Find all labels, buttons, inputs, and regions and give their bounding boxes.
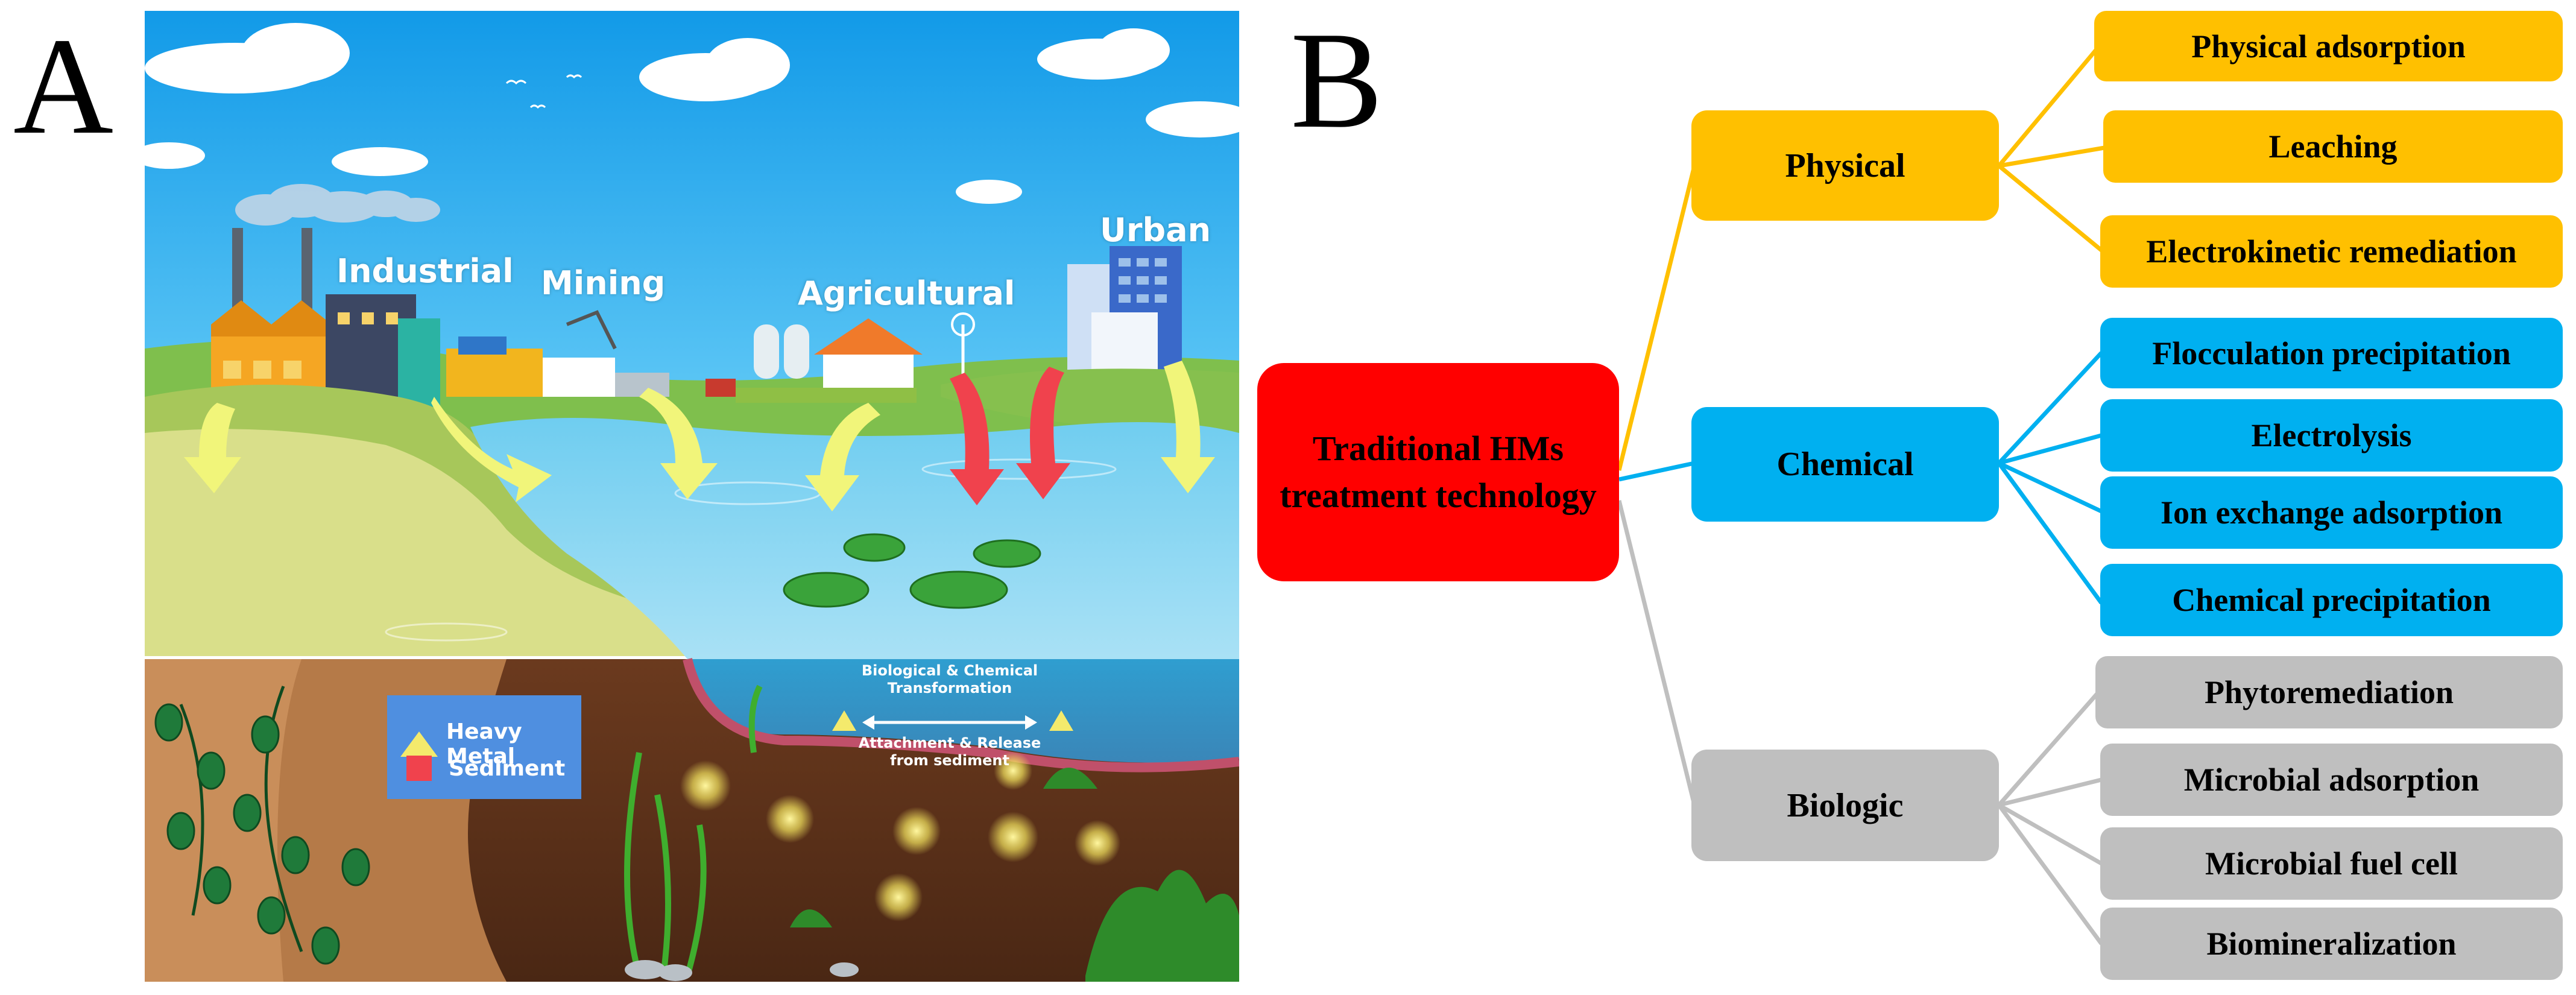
legend-item-heavy-metal: Heavy Metal: [400, 719, 581, 769]
pollution-scene-illustration: Industrial Mining Agricultural Urban Hea…: [145, 11, 1239, 982]
leaf-electrolysis: Electrolysis: [2100, 399, 2563, 472]
leaf-microbial-fuel-cell: Microbial fuel cell: [2100, 827, 2563, 900]
red-runoff-arrows: [950, 367, 1070, 505]
smoke: [235, 184, 440, 226]
leaf-physical-adsorption: Physical adsorption: [2094, 11, 2563, 81]
urban-site: [1067, 246, 1182, 379]
scene-artwork: [145, 11, 1239, 982]
attachment-line-1: Attachment & Release: [858, 734, 1041, 751]
category-biologic: Biologic: [1691, 750, 1999, 861]
transformation-line-1: Biological & Chemical: [861, 662, 1038, 679]
right-riverbank: [941, 368, 1239, 433]
source-label-industrial: Industrial: [336, 252, 514, 290]
leaf-microbial-adsorption: Microbial adsorption: [2100, 744, 2563, 816]
source-label-mining: Mining: [541, 264, 666, 302]
connector-root-physical: [1617, 165, 1697, 471]
leaf-chemical-precipitation: Chemical precipitation: [2100, 564, 2563, 636]
birds: [505, 74, 582, 109]
yellow-runoff-arrows: [184, 361, 1215, 511]
connector-root-biologic: [1617, 500, 1697, 806]
leaf-leaching: Leaching: [2103, 110, 2563, 183]
lily-pads: [783, 533, 1041, 609]
square-icon: [406, 756, 432, 781]
leaf-ion-exchange-adsorption: Ion exchange adsorption: [2100, 476, 2563, 549]
category-chemical: Chemical: [1691, 407, 1999, 522]
connector-root-chemical: [1618, 461, 1695, 482]
attachment-line-2: from sediment: [890, 751, 1009, 769]
leaf-biomineralization: Biomineralization: [2100, 908, 2563, 980]
sediment-boundary: [683, 658, 1239, 772]
panel-label-b: B: [1290, 3, 1383, 157]
left-riverbank-light: [145, 429, 687, 656]
transformation-label-bottom: Attachment & Release from sediment: [856, 734, 1043, 769]
leaf-flocculation-precipitation: Flocculation precipitation: [2100, 318, 2563, 388]
vines: [154, 686, 370, 965]
source-label-agricultural: Agricultural: [798, 274, 1015, 312]
root-node: Traditional HMs treatment technology: [1257, 363, 1619, 581]
leaf-electrokinetic-remediation: Electrokinetic remediation: [2100, 215, 2563, 288]
bushes: [790, 768, 1239, 982]
panel-label-a: A: [13, 9, 114, 163]
heavy-metal-glow-particles: [680, 751, 1120, 921]
legend-item-sediment: Sediment: [400, 756, 565, 781]
legend-label-heavy-metal: Heavy Metal: [446, 719, 522, 769]
underwater-zone: [687, 659, 1239, 763]
legend: Heavy Metal Sediment: [387, 695, 581, 799]
transformation-line-2: Transformation: [887, 679, 1012, 696]
category-physical: Physical: [1691, 110, 1999, 221]
mining-site: [446, 310, 669, 397]
source-label-urban: Urban: [1100, 211, 1211, 249]
root-label-line2: treatment technology: [1280, 476, 1597, 515]
water-plants: [624, 684, 763, 977]
pebbles: [625, 960, 859, 981]
transformation-double-arrow: [832, 710, 1073, 731]
leaf-phytoremediation: Phytoremediation: [2095, 656, 2563, 728]
clouds: [145, 23, 1239, 204]
legend-label-sediment: Sediment: [449, 756, 566, 781]
transformation-label-top: Biological & Chemical Transformation: [856, 662, 1043, 697]
triangle-icon: [400, 731, 438, 757]
root-label-line1: Traditional HMs: [1312, 428, 1564, 468]
